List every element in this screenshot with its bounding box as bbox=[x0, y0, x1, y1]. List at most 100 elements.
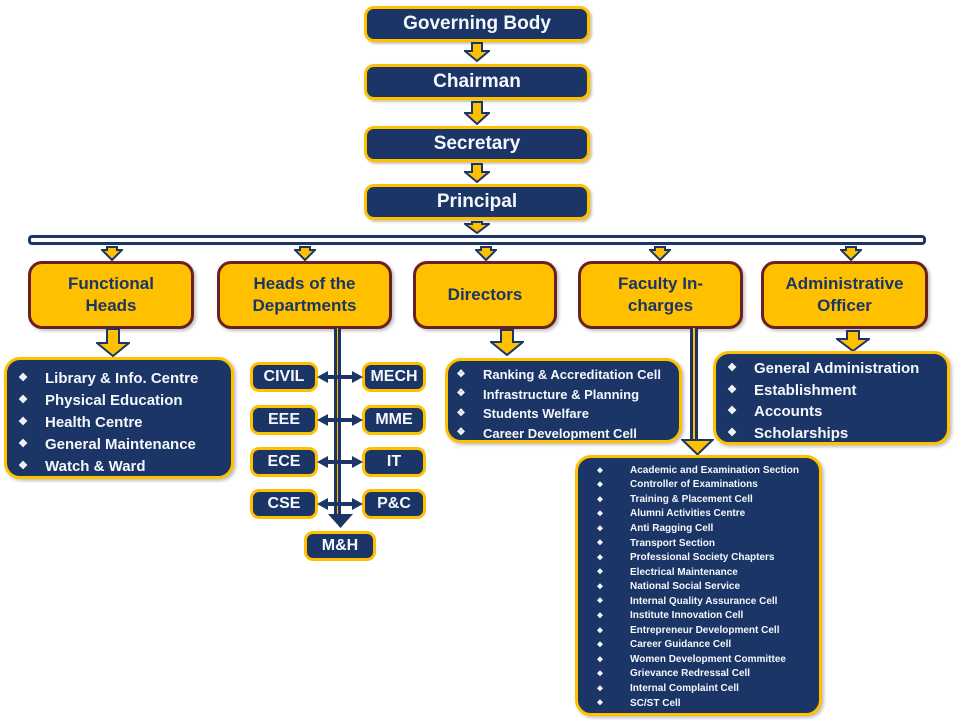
down-arrow-icon bbox=[490, 329, 524, 356]
bullet-icon: ❖ bbox=[596, 465, 604, 475]
dept-label: EEE bbox=[267, 411, 300, 428]
list-item-label: Students Welfare bbox=[483, 406, 589, 422]
list-item-label: Library & Info. Centre bbox=[45, 369, 199, 387]
bullet-icon: ❖ bbox=[596, 596, 604, 606]
double-arrow-icon bbox=[317, 456, 363, 468]
branch-directors: Directors bbox=[413, 261, 557, 329]
node-label: Principal bbox=[436, 191, 518, 212]
node-governing-body: Governing Body bbox=[364, 6, 590, 42]
list-item-label: Academic and Examination Section bbox=[630, 464, 799, 476]
list-item: ❖Watch & Ward bbox=[7, 455, 231, 476]
functional-heads-list: ❖Library & Info. Centre ❖Physical Educat… bbox=[4, 357, 234, 479]
bullet-icon: ❖ bbox=[596, 669, 604, 679]
node-label: Chairman bbox=[433, 71, 521, 92]
list-item: ❖Ranking & Accreditation Cell bbox=[448, 365, 679, 385]
down-arrow-icon bbox=[464, 163, 490, 183]
bullet-icon: ❖ bbox=[18, 437, 28, 450]
dept-eee: EEE bbox=[250, 405, 318, 435]
list-item-label: Professional Society Chapters bbox=[630, 552, 775, 564]
down-arrow-icon bbox=[840, 246, 862, 261]
list-item: ❖Entrepreneur Development Cell bbox=[578, 623, 819, 638]
dept-label: CIVIL bbox=[263, 368, 305, 385]
list-item: ❖Anti Ragging Cell bbox=[578, 521, 819, 536]
down-arrowhead-icon bbox=[681, 439, 714, 456]
list-item: ❖Library & Info. Centre bbox=[7, 367, 231, 389]
bullet-icon: ❖ bbox=[596, 698, 604, 708]
list-item: ❖ Health Centre bbox=[7, 411, 231, 433]
bullet-icon: ❖ bbox=[596, 567, 604, 577]
list-item-label: Infrastructure & Planning bbox=[483, 386, 640, 402]
node-secretary: Secretary bbox=[364, 126, 590, 162]
dept-label: CSE bbox=[267, 495, 301, 512]
list-item: ❖ SC/ST Cell bbox=[578, 696, 819, 711]
branch-label: Faculty In-charges bbox=[617, 273, 703, 315]
list-item: ❖Controller of Examinations bbox=[578, 478, 819, 493]
branch-label: Directors bbox=[447, 284, 523, 304]
down-arrow-icon bbox=[475, 246, 497, 261]
list-item: ❖Accounts bbox=[716, 401, 947, 423]
dept-label: IT bbox=[386, 453, 402, 470]
bullet-icon: ❖ bbox=[456, 388, 466, 400]
faculty-trunk-line bbox=[690, 328, 698, 441]
branch-label: Administrative Officer bbox=[785, 273, 904, 315]
bullet-icon: ❖ bbox=[727, 405, 737, 418]
branch-label: Functional Heads bbox=[68, 273, 154, 315]
list-item: ❖ Academic and Examination Section bbox=[578, 463, 819, 478]
down-arrow-icon bbox=[96, 328, 130, 357]
bullet-icon: ❖ bbox=[18, 415, 28, 428]
list-item: ❖Internal Complaint Cell bbox=[578, 681, 819, 696]
list-item: ❖ Women Development Committee bbox=[578, 652, 819, 667]
dept-ece: ECE bbox=[250, 447, 318, 477]
list-item-label: Institute Innovation Cell bbox=[630, 610, 744, 622]
list-item-label: Health Centre bbox=[45, 413, 143, 431]
double-arrow-icon bbox=[317, 371, 363, 383]
list-item: ❖ Infrastructure & Planning bbox=[448, 385, 679, 405]
down-arrow-icon bbox=[649, 246, 671, 261]
down-arrowhead-icon bbox=[328, 514, 353, 528]
dept-label: ECE bbox=[267, 453, 301, 470]
list-item-label: Establishment bbox=[754, 381, 857, 399]
bullet-icon: ❖ bbox=[596, 581, 604, 591]
down-arrow-icon bbox=[294, 246, 316, 261]
node-principal: Principal bbox=[364, 184, 590, 220]
list-item: ❖ National Social Service bbox=[578, 579, 819, 594]
down-arrow-icon bbox=[836, 330, 870, 352]
bullet-icon: ❖ bbox=[596, 509, 604, 519]
list-item: ❖ Students Welfare bbox=[448, 404, 679, 424]
dept-pc: P&C bbox=[362, 489, 426, 519]
list-item-label: Career Development Cell bbox=[483, 425, 637, 441]
list-item: ❖Establishment bbox=[716, 380, 947, 402]
branch-functional-heads: Functional Heads bbox=[28, 261, 194, 329]
bullet-icon: ❖ bbox=[596, 654, 604, 664]
faculty-incharges-list: ❖ Academic and Examination Section ❖Contr… bbox=[575, 455, 822, 716]
dept-cse: CSE bbox=[250, 489, 318, 519]
dept-label: MME bbox=[375, 411, 413, 428]
list-item: ❖ Institute Innovation Cell bbox=[578, 608, 819, 623]
dept-civil: CIVIL bbox=[250, 362, 318, 392]
list-item: ❖Physical Education bbox=[7, 389, 231, 411]
down-arrow-icon bbox=[101, 246, 123, 261]
dept-mech: MECH bbox=[362, 362, 426, 392]
branch-faculty-incharges: Faculty In-charges bbox=[578, 261, 743, 329]
list-item-label: General Administration bbox=[754, 360, 920, 378]
down-arrow-icon bbox=[464, 221, 490, 234]
list-item-label: SC/ST Cell bbox=[630, 697, 681, 709]
directors-list: ❖Ranking & Accreditation Cell ❖ Infrastru… bbox=[445, 358, 682, 443]
list-item-label: General Maintenance bbox=[45, 435, 196, 453]
bullet-icon: ❖ bbox=[18, 393, 28, 406]
list-item: ❖Professional Society Chapters bbox=[578, 550, 819, 565]
list-item: ❖Career Guidance Cell bbox=[578, 638, 819, 653]
bullet-icon: ❖ bbox=[596, 538, 604, 548]
list-item-label: Women Development Committee bbox=[630, 653, 786, 665]
down-arrow-icon bbox=[464, 101, 490, 125]
list-item-label: National Social Service bbox=[630, 581, 741, 593]
bullet-icon: ❖ bbox=[456, 407, 466, 419]
dept-mme: MME bbox=[362, 405, 426, 435]
list-item-label: Transport Section bbox=[630, 537, 716, 549]
list-item-label: Training & Placement Cell bbox=[630, 493, 753, 505]
bullet-icon: ❖ bbox=[596, 610, 604, 620]
bullet-icon: ❖ bbox=[596, 625, 604, 635]
dept-label: MECH bbox=[370, 368, 418, 385]
list-item-label: Electrical Maintenance bbox=[630, 566, 738, 578]
list-item: ❖Internal Quality Assurance Cell bbox=[578, 594, 819, 609]
